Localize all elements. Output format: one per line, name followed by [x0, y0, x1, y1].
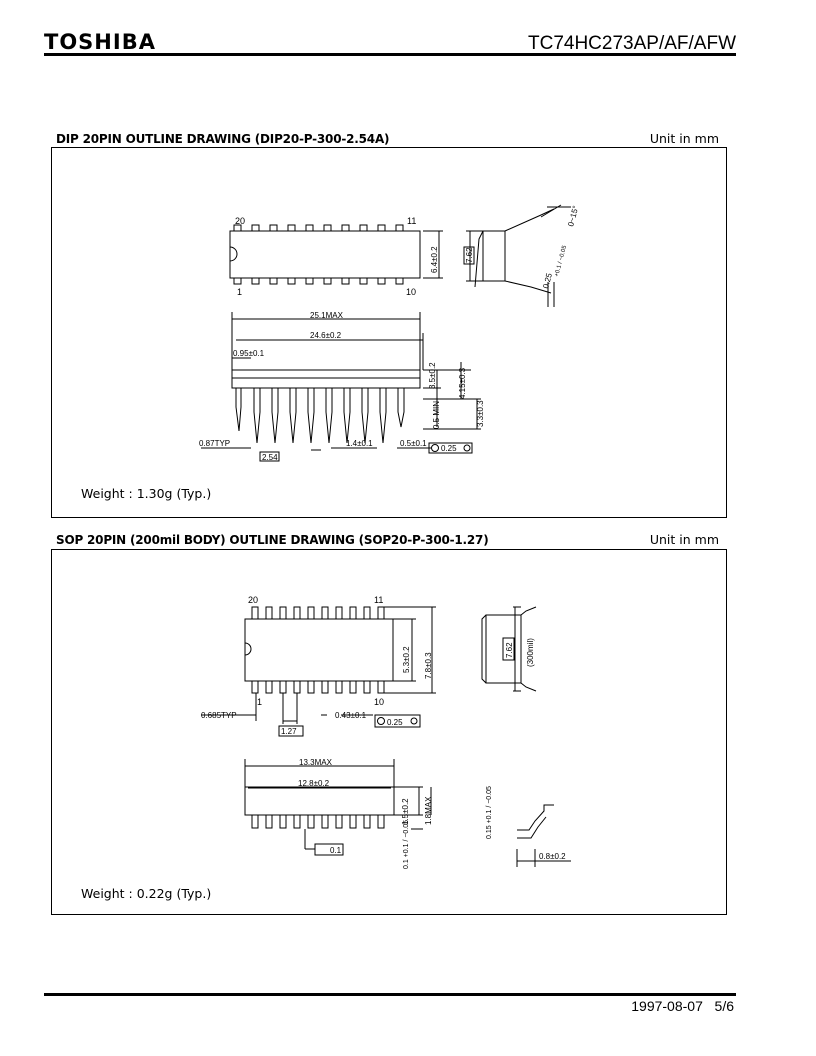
- sop-unit-label: Unit in mm: [649, 532, 719, 547]
- sop-dim-tol-pos: 0.25: [387, 718, 403, 727]
- dip-front-body: [231, 369, 421, 389]
- sop-dim-body-len: 12.8±0.2: [298, 779, 330, 788]
- footer-date-page: 1997-08-07 5/6: [631, 998, 734, 1014]
- dip-pin10-label: 10: [406, 287, 416, 297]
- dip-dim-end-offset: 0.95±0.1: [233, 349, 265, 358]
- sop-end-body: [485, 614, 522, 684]
- sop-dim-lead-end: 0.685TYP: [201, 711, 237, 720]
- sop-weight: Weight : 0.22g (Typ.): [81, 886, 212, 901]
- footer-rule: [44, 993, 736, 996]
- sop-dim-mil: (300mil): [526, 638, 535, 667]
- part-number: TC74HC273AP/AF/AFW: [528, 33, 736, 54]
- dip-dim-lead-w: 0.5±0.1: [400, 439, 427, 448]
- sop-dim-row-spacing: 7.62: [505, 642, 514, 658]
- dip-top-body: [229, 230, 421, 279]
- dip-unit-label: Unit in mm: [649, 131, 719, 146]
- dip-drawing-frame: [51, 147, 727, 518]
- dip-dim-total-h: 4.15±0.3: [458, 367, 467, 399]
- sop-lead-detail: [517, 804, 554, 831]
- dip-dim-row-spacing: 7.62: [465, 247, 474, 263]
- sop-pin1-label: 1: [257, 697, 262, 707]
- sop-dim-body-w: 5.3±0.2: [402, 646, 411, 673]
- dip-dim-lead-thick-tol: +0.1 / −0.05: [554, 244, 568, 277]
- sop-bottom-pins: [251, 680, 385, 694]
- sop-dim-lead-w: 0.43±0.1: [335, 711, 367, 720]
- sop-dim-max-len: 13.3MAX: [299, 758, 333, 767]
- sop-pin11-label: 11: [374, 595, 383, 605]
- dip-end-body: [482, 230, 506, 282]
- dip-weight: Weight : 1.30g (Typ.): [81, 486, 212, 501]
- sop-drawing-frame: [51, 549, 727, 915]
- header-rule: [44, 53, 736, 56]
- sop-top-pins: [251, 606, 385, 620]
- sop-dim-lead-thick: 0.15 +0.1 / −0.05: [486, 786, 493, 839]
- dip-top-pins: [233, 224, 404, 232]
- dip-front-legs: [235, 388, 405, 444]
- sop-section-title: SOP 20PIN (200mil BODY) OUTLINE DRAWING …: [56, 533, 489, 547]
- sop-pin20-label: 20: [248, 595, 258, 605]
- dip-dim-angle: 0~15°: [566, 205, 580, 228]
- sop-notch: [244, 642, 252, 656]
- dip-pin20-label: 20: [235, 216, 245, 226]
- dip-pin1-label: 1: [237, 287, 242, 297]
- dip-dim-body-h: 3.5±0.2: [428, 362, 437, 389]
- toshiba-logo: TOSHIBA: [44, 30, 156, 54]
- sop-front-body: [244, 786, 395, 816]
- dip-dim-tol-pos: 0.25: [441, 444, 457, 453]
- sop-pin10-label: 10: [374, 697, 384, 707]
- sop-dim-standoff: 0.1 +0.1 / −0.05: [403, 820, 410, 869]
- dip-dim-pitch: 2.54: [262, 453, 278, 462]
- dip-dim-width: 6.4±0.2: [430, 246, 439, 273]
- dip-dim-lead-w-wide: 1.4±0.1: [346, 439, 373, 448]
- sop-dim-foot: 0.8±0.2: [539, 852, 566, 861]
- sop-outline-drawing: 20 11 1 10 5.3±0.2 7.8±0.3 7.62 (300mil)…: [201, 595, 571, 869]
- dip-dim-body-len: 24.6±0.2: [310, 331, 342, 340]
- sop-dim-total-w: 7.8±0.3: [424, 652, 433, 679]
- sop-dim-body-h: 1.5±0.2: [401, 798, 410, 825]
- dip-dim-max-len: 25.1MAX: [310, 311, 344, 320]
- dip-outline-drawing: 20 11 1 10 6.4±0.2 7.62 0~15° 0.25 +0.1 …: [199, 204, 580, 462]
- sop-dim-coplanar: 0.1: [330, 846, 342, 855]
- sop-dim-pitch: 1.27: [281, 727, 297, 736]
- dip-dim-lead-thick: 0.25: [541, 272, 554, 290]
- dip-pin11-label: 11: [407, 216, 416, 226]
- dip-notch: [229, 246, 238, 262]
- dip-bottom-pins: [233, 277, 404, 285]
- dip-dim-lead-len: 3.3±0.3: [476, 400, 485, 427]
- sop-front-legs: [251, 814, 385, 829]
- dip-dim-shoulder: 0.87TYP: [199, 439, 230, 448]
- sop-top-body: [244, 618, 394, 682]
- sop-dim-max-h: 1.8MAX: [424, 796, 433, 825]
- dip-dim-seat-min: 0.5 MIN: [432, 401, 441, 429]
- dip-section-title: DIP 20PIN OUTLINE DRAWING (DIP20-P-300-2…: [56, 132, 390, 146]
